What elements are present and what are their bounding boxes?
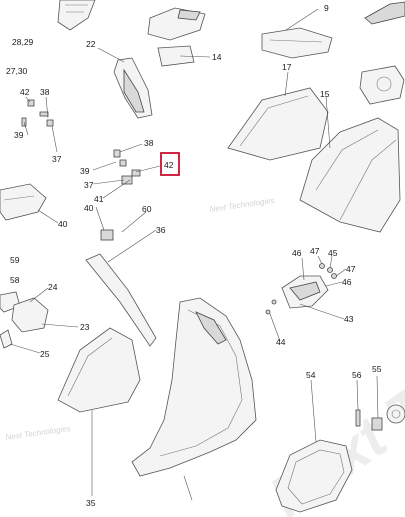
callout-22: 22 bbox=[86, 39, 96, 49]
callout-27-30: 27,30 bbox=[6, 66, 28, 76]
callout-37-b: 37 bbox=[84, 180, 94, 190]
part-46-housing bbox=[281, 275, 329, 309]
callout-24: 24 bbox=[48, 282, 58, 292]
part-25-piece bbox=[0, 329, 13, 349]
hardware-cluster-left bbox=[21, 99, 54, 127]
part-14-panel bbox=[157, 45, 195, 67]
part-top-left-panel bbox=[57, 0, 96, 31]
highlight-box bbox=[160, 152, 180, 176]
part-24-piece bbox=[11, 297, 49, 333]
part-15-fairing bbox=[299, 117, 401, 233]
callout-47: 47 bbox=[310, 246, 320, 256]
part-23-side-panel bbox=[57, 327, 141, 413]
callout-15: 15 bbox=[320, 89, 330, 99]
callout-42-highlighted: 42 bbox=[164, 160, 174, 170]
hardware-44-screws bbox=[265, 299, 277, 315]
watermark-small-1: Next Technologies bbox=[209, 196, 275, 214]
callout-23: 23 bbox=[80, 322, 90, 332]
watermark-small-2: Next Technologies bbox=[5, 424, 71, 442]
hardware-cluster-center bbox=[113, 149, 141, 185]
callout-35: 35 bbox=[86, 498, 96, 508]
callout-42: 42 bbox=[20, 87, 30, 97]
callout-38-b: 38 bbox=[144, 138, 154, 148]
callout-9: 9 bbox=[324, 3, 329, 13]
part-22-bracket bbox=[113, 57, 153, 119]
callout-56: 56 bbox=[352, 370, 362, 380]
callout-14: 14 bbox=[212, 52, 222, 62]
callout-60: 60 bbox=[142, 204, 152, 214]
part-35-front-cowl bbox=[131, 297, 257, 477]
callout-37: 37 bbox=[52, 154, 62, 164]
hardware-45-47 bbox=[319, 263, 337, 279]
part-top-center-panel bbox=[147, 7, 206, 41]
part-17-panel bbox=[227, 87, 329, 161]
callout-38: 38 bbox=[40, 87, 50, 97]
callout-47-b: 47 bbox=[346, 264, 356, 274]
callout-39: 39 bbox=[14, 130, 24, 140]
callout-58: 58 bbox=[10, 275, 20, 285]
callout-46-b: 46 bbox=[342, 277, 352, 287]
callout-44: 44 bbox=[276, 337, 286, 347]
callout-46: 46 bbox=[292, 248, 302, 258]
part-54-headlight bbox=[275, 439, 353, 513]
callout-39-b: 39 bbox=[80, 166, 90, 176]
callout-41: 41 bbox=[94, 194, 104, 204]
callout-45: 45 bbox=[328, 248, 338, 258]
part-9-panel bbox=[261, 27, 333, 59]
callout-54: 54 bbox=[306, 370, 316, 380]
part-top-right-tip bbox=[364, 1, 405, 25]
callout-55: 55 bbox=[372, 364, 382, 374]
callout-28-29: 28,29 bbox=[12, 37, 34, 47]
callout-43: 43 bbox=[344, 314, 354, 324]
leader-lines bbox=[9, 8, 379, 501]
callout-17: 17 bbox=[282, 62, 292, 72]
part-55-round bbox=[386, 404, 405, 424]
callout-59: 59 bbox=[10, 255, 20, 265]
callout-25: 25 bbox=[40, 349, 50, 359]
part-36-strip bbox=[85, 253, 157, 347]
callout-40: 40 bbox=[58, 219, 68, 229]
part-left-bracket bbox=[0, 183, 47, 221]
part-40-clip bbox=[100, 229, 114, 241]
callout-40-b: 40 bbox=[84, 203, 94, 213]
callout-labels: 9 28,29 22 14 27,30 17 42 38 39 15 37 38… bbox=[6, 3, 382, 508]
callout-36: 36 bbox=[156, 225, 166, 235]
part-right-housing bbox=[359, 65, 405, 105]
